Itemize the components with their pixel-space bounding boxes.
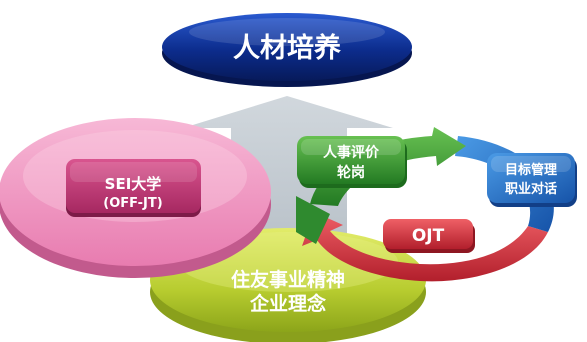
corporate-philosophy-label: 企业理念 (249, 292, 326, 315)
ojt-cycle-arrow (302, 212, 548, 282)
goal-management-box (487, 153, 577, 207)
evaluation-label: 人事评价 (323, 144, 380, 161)
goal-management-label: 目标管理 (505, 162, 557, 178)
off-jt-label: (OFF-JT) (103, 196, 162, 211)
sei-university-label: SEI大学 (105, 175, 162, 193)
rotation-label: 轮岗 (337, 164, 365, 181)
evaluation-box (297, 136, 407, 188)
ojt-label: OJT (412, 226, 445, 246)
talent-development-goal (162, 13, 412, 87)
goal-label: 人材培养 (233, 32, 341, 64)
ojt-box (383, 219, 475, 253)
sei-university-box (66, 159, 201, 217)
career-dialogue-label: 职业对话 (505, 181, 557, 197)
sumitomo-spirit-label: 住友事业精神 (231, 268, 345, 291)
goal-management-arrow (455, 136, 554, 232)
